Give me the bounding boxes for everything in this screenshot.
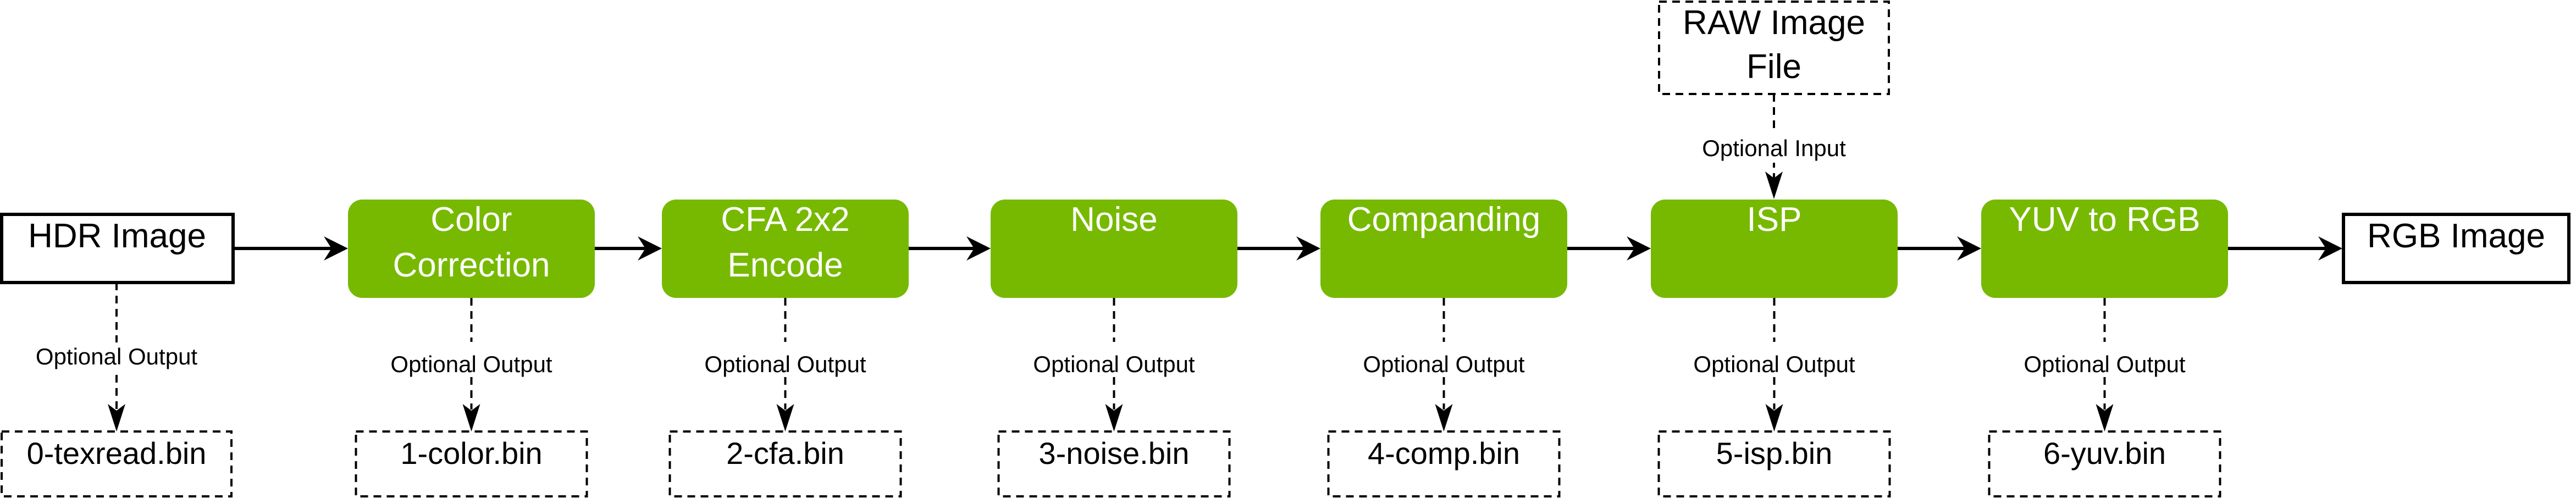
optional-input-label: Optional Input (1702, 135, 1846, 161)
hdr-image-node[interactable]: HDR Image (0, 213, 235, 284)
output-file-label-0: 0-texread.bin (27, 436, 207, 471)
raw-image-file-node[interactable]: RAW Image File (1658, 1, 1890, 95)
optional-output-label-1: Optional Output (390, 351, 552, 377)
optional-output-label-4: Optional Output (1363, 351, 1525, 377)
optional-output-label-2: Optional Output (704, 351, 866, 377)
stage-label-line1: YUV to RGB (2009, 201, 2201, 239)
optional-output-label-0: Optional Output (36, 344, 198, 369)
output-file-label-5: 5-isp.bin (1716, 436, 1833, 471)
arrowhead-down-icon (1105, 404, 1123, 431)
raw-image-label-line1: RAW Image (1683, 4, 1865, 42)
output-file-label-4: 4-comp.bin (1368, 436, 1520, 471)
output-file-node-2[interactable]: 2-cfa.bin (668, 430, 902, 497)
output-file-node-0[interactable]: 0-texread.bin (1, 430, 233, 497)
arrowhead-down-icon (1435, 404, 1453, 431)
output-file-label-2: 2-cfa.bin (726, 436, 844, 471)
stage-label-line2: Correction (393, 246, 550, 284)
output-file-node-3[interactable]: 3-noise.bin (997, 430, 1231, 497)
arrowhead-down-icon (462, 404, 480, 431)
output-file-label-1: 1-color.bin (400, 436, 542, 471)
stage-label-line2: Encode (727, 246, 843, 284)
arrowhead-right-icon (1957, 236, 1981, 261)
output-file-label-6: 6-yuv.bin (2043, 436, 2166, 471)
optional-output-label-3: Optional Output (1033, 351, 1195, 377)
arrowhead-down-icon (2096, 404, 2114, 431)
arrowhead-right-icon (324, 236, 348, 261)
arrowhead-right-icon (966, 236, 991, 261)
arrowhead-down-icon (1765, 404, 1783, 431)
arrowhead-right-icon (2318, 236, 2342, 261)
optional-output-label-6: Optional Output (2024, 351, 2186, 377)
arrowhead-right-icon (1627, 236, 1651, 261)
raw-image-label-line2: File (1746, 48, 1801, 86)
stage-label-line1: CFA 2x2 (721, 201, 849, 239)
stage-label-line1: Color (430, 201, 512, 239)
arrowhead-down-icon (108, 404, 125, 431)
stage-label-line1: Noise (1070, 201, 1158, 239)
arrowhead-down-icon (776, 404, 794, 431)
arrowhead-right-icon (638, 236, 662, 261)
arrowhead-down-icon (1765, 171, 1783, 199)
optional-output-label-5: Optional Output (1693, 351, 1855, 377)
stage-label-line1: ISP (1747, 201, 1802, 239)
hdr-image-label: HDR Image (28, 217, 206, 255)
output-file-node-6[interactable]: 6-yuv.bin (1988, 430, 2221, 497)
stage-node-5[interactable]: YUV to RGB Optional Output (1981, 200, 2228, 377)
output-file-label-3: 3-noise.bin (1039, 436, 1190, 471)
rgb-image-label: RGB Image (2367, 217, 2545, 255)
stage-node-4[interactable]: ISP Optional Output (1651, 200, 1898, 377)
output-file-node-5[interactable]: 5-isp.bin (1657, 430, 1891, 497)
stage-label-line1: Companding (1347, 201, 1541, 239)
rgb-image-node[interactable]: RGB Image (2342, 213, 2571, 284)
output-file-node-1[interactable]: 1-color.bin (355, 430, 588, 497)
arrowhead-right-icon (1296, 236, 1320, 261)
output-file-node-4[interactable]: 4-comp.bin (1327, 430, 1561, 497)
